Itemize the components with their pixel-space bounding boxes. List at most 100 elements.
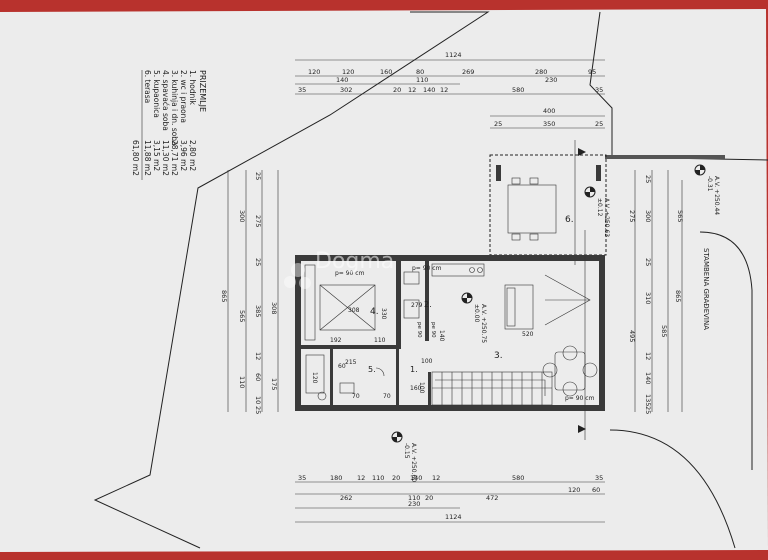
svg-text:110: 110 xyxy=(408,494,420,502)
bedroom-depth: 192 xyxy=(330,337,342,344)
svg-text:-0.15: -0.15 xyxy=(403,443,410,459)
svg-text:865: 865 xyxy=(674,290,682,302)
svg-text:1124: 1124 xyxy=(445,513,462,521)
svg-text:80: 80 xyxy=(416,68,424,76)
door-kitchen: p= 90 cm xyxy=(565,395,595,402)
bedroom: 4. 308 192 110 330 p= 90 cm xyxy=(304,264,387,344)
room-number-2: 2. xyxy=(424,300,432,309)
svg-text:135: 135 xyxy=(644,394,652,406)
bath-dim-b: 215 xyxy=(345,359,357,366)
svg-text:20: 20 xyxy=(392,474,400,482)
svg-text:20: 20 xyxy=(425,494,433,502)
legend-item-area: 2,80 m2 xyxy=(188,140,197,171)
svg-text:A.V. +250.60: A.V. +250.60 xyxy=(410,443,417,482)
svg-text:A.V. +250.63: A.V. +250.63 xyxy=(603,198,610,237)
plot-boundary xyxy=(93,11,768,549)
wc-width: 279 xyxy=(411,302,423,309)
sill-b: 70 xyxy=(383,393,391,400)
svg-text:±0.00: ±0.00 xyxy=(473,304,480,323)
svg-text:35: 35 xyxy=(298,474,306,482)
svg-text:A.V. +250.44: A.V. +250.44 xyxy=(713,176,720,215)
svg-text:35: 35 xyxy=(298,86,306,94)
hall-dim-a: 100 xyxy=(421,358,433,365)
dimension-chain-left: 865 300 565 25 275 25 385 12 60 10 25 30… xyxy=(220,170,279,414)
svg-text:25: 25 xyxy=(254,172,262,180)
svg-text:95: 95 xyxy=(588,68,596,76)
wc-window-b: pe 90 xyxy=(430,322,436,338)
svg-text:160: 160 xyxy=(380,68,392,76)
sill-a: 60 xyxy=(338,363,346,370)
legend-item-label: 6. terasa xyxy=(143,70,152,103)
svg-text:12: 12 xyxy=(357,474,365,482)
svg-text:565: 565 xyxy=(238,310,246,322)
svg-text:180: 180 xyxy=(330,474,342,482)
svg-text:110: 110 xyxy=(238,376,246,388)
watermark-text: Dogma xyxy=(315,249,394,274)
svg-text:140: 140 xyxy=(410,474,422,482)
room-number-1: 1. xyxy=(410,365,418,374)
room-legend: PRIZEMLJE 1. hodnik 2,80 m2 2. wc i prao… xyxy=(131,70,207,180)
svg-text:275: 275 xyxy=(254,215,262,227)
legend-title: PRIZEMLJE xyxy=(198,70,207,112)
svg-text:280: 280 xyxy=(535,68,547,76)
svg-text:275: 275 xyxy=(628,210,636,222)
legend-item-label: 3. kuhinja i dn. soba xyxy=(170,70,179,146)
svg-text:580: 580 xyxy=(512,474,524,482)
bath-dim-a: 120 xyxy=(311,372,318,384)
svg-text:1124: 1124 xyxy=(445,51,462,59)
legend-item-label: 1. hodnik xyxy=(188,70,197,105)
svg-text:140: 140 xyxy=(644,372,652,384)
dimension-chain-bottom: 35 180 12 110 20 140 12 580 35 262 110 2… xyxy=(295,474,605,523)
svg-text:12: 12 xyxy=(254,352,262,360)
svg-text:300: 300 xyxy=(238,210,246,222)
bedroom-height: 330 xyxy=(380,308,387,320)
legend-item-area: 28,71 m2 xyxy=(170,140,179,176)
legend-item-area: 3,96 m2 xyxy=(179,140,188,171)
room-number-4: 4. xyxy=(370,307,379,317)
room-number-6: 6. xyxy=(565,215,574,225)
wc-laundry: 2. 279 140 p= 90 cm pe 90 pe 90 xyxy=(403,265,445,342)
dimension-chain-top: 1124 120 120 160 80 269 280 95 140 110 2… xyxy=(295,51,605,129)
svg-text:580: 580 xyxy=(512,86,524,94)
bedroom-depth-b: 110 xyxy=(374,337,386,344)
legend-item-label: 2. wc i praona xyxy=(179,70,188,123)
svg-text:±0.12: ±0.12 xyxy=(596,198,603,217)
svg-text:175: 175 xyxy=(270,378,278,390)
svg-text:110: 110 xyxy=(416,76,428,84)
svg-text:25: 25 xyxy=(644,258,652,266)
svg-text:25: 25 xyxy=(595,120,603,128)
svg-text:350: 350 xyxy=(543,120,555,128)
level-marker-street: -0.31 A.V. +250.44 xyxy=(694,164,720,215)
door-bedroom: p= 90 cm xyxy=(335,270,365,277)
svg-text:120: 120 xyxy=(342,68,354,76)
legend-item-area: 11,30 m2 xyxy=(161,140,170,176)
wc-height: 140 xyxy=(438,330,445,342)
svg-text:120: 120 xyxy=(568,486,580,494)
street-label: STAMBENA GRAĐEVINA xyxy=(702,248,710,330)
svg-text:25: 25 xyxy=(644,175,652,183)
svg-text:140: 140 xyxy=(423,86,435,94)
svg-text:12: 12 xyxy=(644,352,652,360)
staircase xyxy=(431,371,553,406)
svg-text:865: 865 xyxy=(220,290,228,302)
svg-text:310: 310 xyxy=(644,292,652,304)
level-marker-terrace: ±0.12 A.V. +250.63 xyxy=(584,186,610,237)
svg-text:400: 400 xyxy=(543,107,555,115)
bathroom-hallway: 5. 120 215 1. 100 160 60 70 70 100 xyxy=(305,354,433,401)
sill-c: 70 xyxy=(352,393,360,400)
svg-text:25: 25 xyxy=(254,406,262,414)
svg-text:110: 110 xyxy=(372,474,384,482)
section-markers xyxy=(578,148,586,433)
svg-text:495: 495 xyxy=(628,330,636,342)
svg-text:12: 12 xyxy=(408,86,416,94)
svg-text:300: 300 xyxy=(644,210,652,222)
kitchen-width: 520 xyxy=(522,331,534,338)
svg-text:25: 25 xyxy=(644,406,652,414)
wc-window: pe 90 xyxy=(416,322,422,338)
svg-text:A.V. +250.75: A.V. +250.75 xyxy=(480,304,487,343)
svg-text:60: 60 xyxy=(592,486,600,494)
dimension-chain-right: 25 300 275 25 310 12 140 135 25 495 585 … xyxy=(628,170,684,414)
svg-text:585: 585 xyxy=(660,325,668,337)
level-marker-living: ±0.00 A.V. +250.75 xyxy=(461,292,487,343)
